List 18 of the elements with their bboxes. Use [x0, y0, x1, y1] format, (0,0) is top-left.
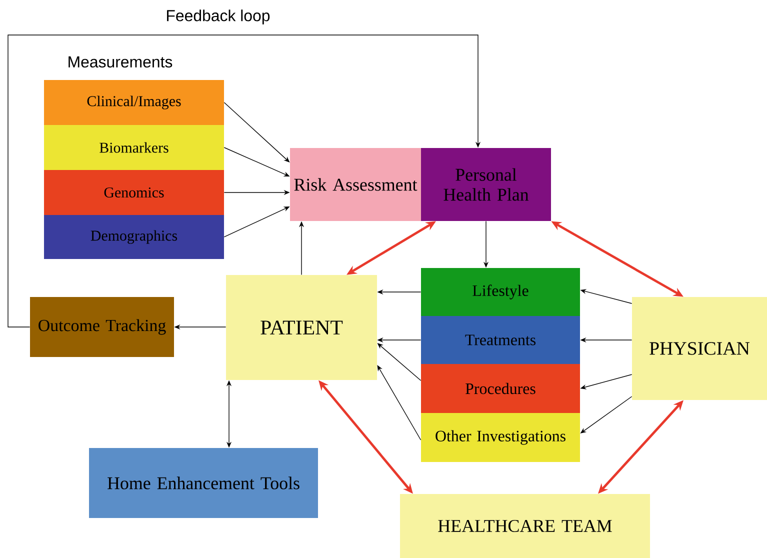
arrow	[8, 34, 481, 328]
process-box: Biomarkers	[44, 125, 224, 170]
process-box: PHYSICIAN	[632, 297, 767, 400]
arrow	[377, 365, 422, 440]
process-box: PATIENT	[226, 275, 377, 380]
process-box: Personal Health Plan	[421, 148, 551, 221]
process-box: Lifestyle	[421, 268, 580, 316]
process-box: Other Investigations	[421, 413, 580, 462]
process-box: Home Enhancement Tools	[89, 448, 318, 518]
edge-label: Feedback loop	[164, 8, 272, 26]
process-box: Clinical/Images	[44, 80, 224, 125]
process-box: Risk Assessment	[290, 148, 421, 221]
process-box: HEALTHCARE TEAM	[400, 494, 650, 558]
process-box: Treatments	[421, 316, 580, 364]
process-box: Outcome Tracking	[30, 297, 174, 357]
process-box: Procedures	[421, 364, 580, 413]
process-box: Genomics	[44, 170, 224, 215]
process-box: Demographics	[44, 215, 224, 259]
